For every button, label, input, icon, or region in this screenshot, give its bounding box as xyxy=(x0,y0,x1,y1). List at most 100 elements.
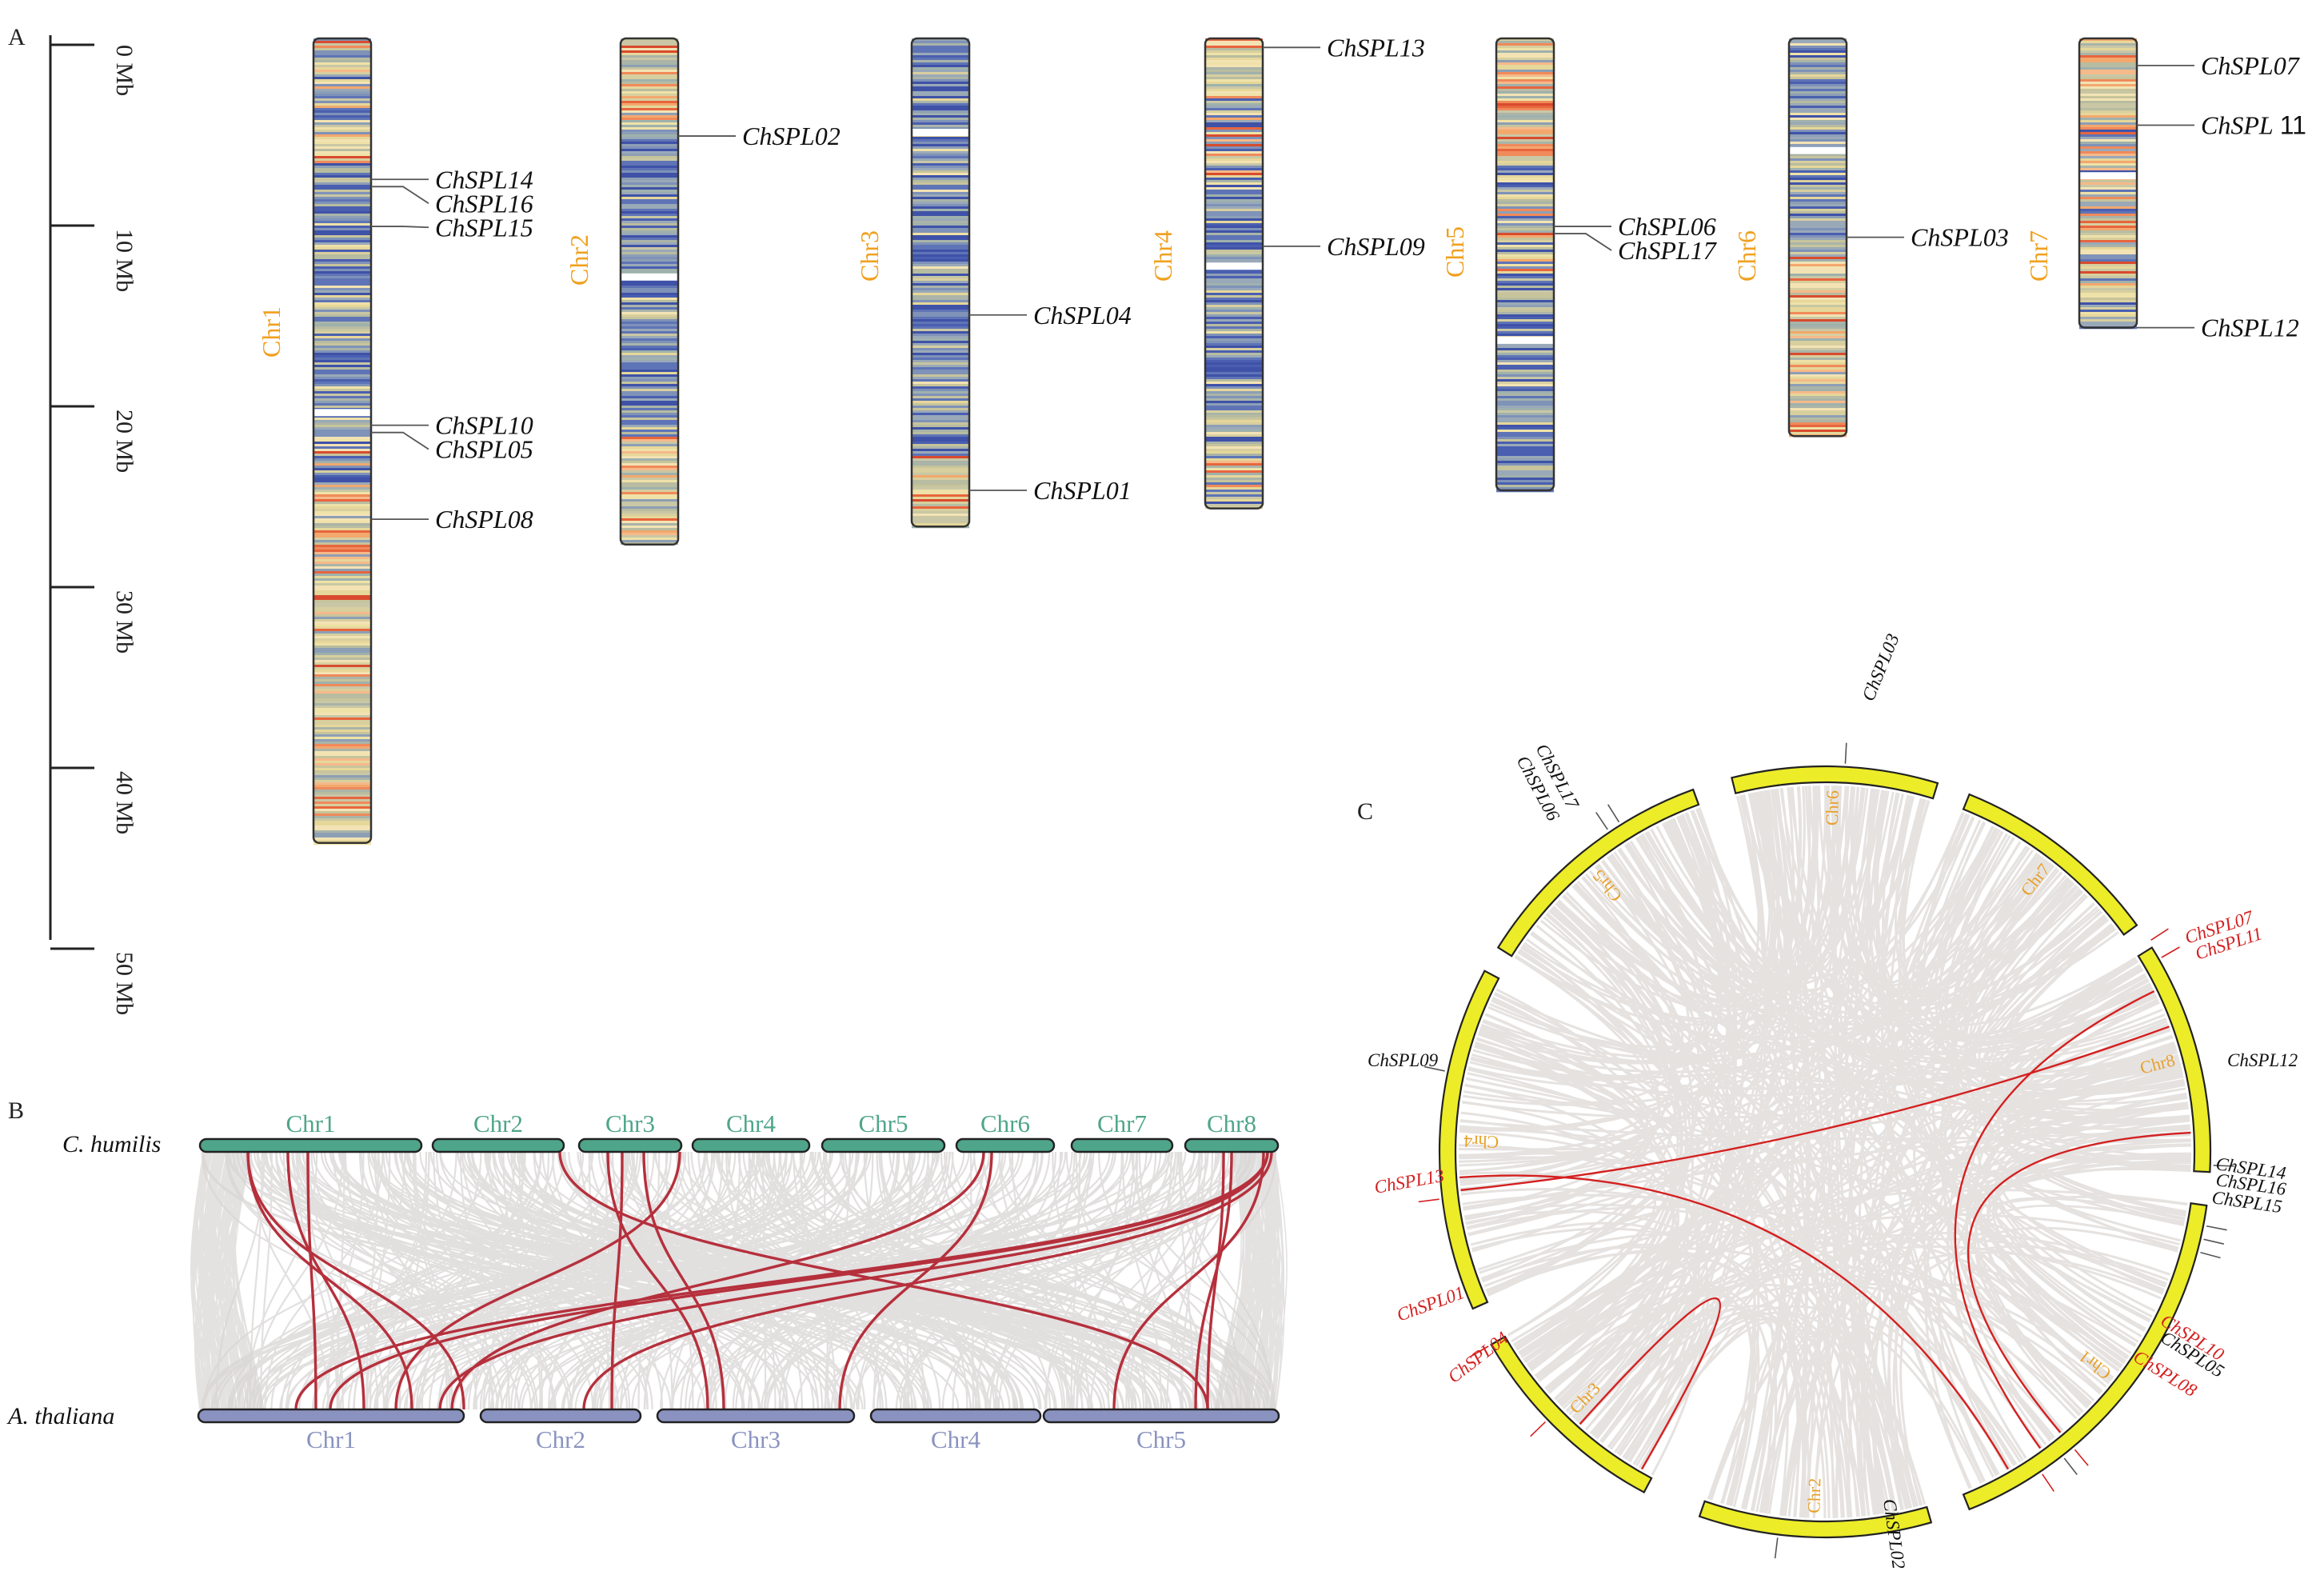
genome-label-bottom: A. thaliana xyxy=(6,1403,114,1429)
circos-highlight-link xyxy=(1967,1131,2191,1433)
highlight-link xyxy=(246,1151,413,1410)
highlight-link xyxy=(286,1151,365,1410)
gene-label: ChSPL04 xyxy=(1033,301,1132,330)
circos-gene-marker: ChSPL09 xyxy=(1368,1050,1445,1072)
circos-highlight-link xyxy=(1459,1174,2010,1470)
highlight-link xyxy=(610,1151,624,1410)
highlight-link xyxy=(329,1151,1269,1410)
ch-chromosome-label: Chr3 xyxy=(605,1109,655,1137)
at-chromosome-label: Chr3 xyxy=(731,1425,781,1453)
circos-chromosome-label: Chr6 xyxy=(1822,790,1843,826)
ch-chromosome-bar: Chr7 xyxy=(1070,1109,1174,1153)
gene-label: ChSPL02 xyxy=(742,122,841,150)
gene-label: ChSPL13 xyxy=(1327,33,1425,62)
gene-label: ChSPL07 xyxy=(2201,51,2301,80)
highlight-link xyxy=(1206,1151,1225,1410)
chromosome-outline xyxy=(2078,37,2138,329)
circos-gene-label: ChSPL09 xyxy=(1368,1050,1439,1070)
circos-gene-marker: ChSPL15 xyxy=(2200,1187,2283,1259)
chromosome-label: Chr7 xyxy=(2024,230,2053,282)
at-chromosome-label: Chr4 xyxy=(931,1425,981,1453)
circos-highlight-link xyxy=(1954,990,2155,1449)
highlight-link xyxy=(558,1151,1209,1410)
ch-chromosome-bar: Chr1 xyxy=(198,1109,423,1153)
highlight-link xyxy=(606,1151,709,1410)
highlight-link xyxy=(642,1151,725,1410)
panel-label-b: B xyxy=(8,1097,24,1124)
density-bands xyxy=(1789,38,1847,438)
at-chromosome-bar: Chr1 xyxy=(197,1408,465,1453)
chromosome-label: Chr2 xyxy=(565,234,593,286)
chromosome-chr1: Chr1ChSPL14ChSPL16ChSPL15ChSPL10ChSPL05C… xyxy=(257,37,533,845)
ch-chromosome-bar: Chr2 xyxy=(431,1109,565,1153)
gene-label: ChSPL08 xyxy=(435,505,533,534)
gene-marker: ChSPL16 xyxy=(371,186,533,218)
at-chromosome-bar: Chr3 xyxy=(656,1408,856,1453)
ch-chromosome-label: Chr2 xyxy=(473,1109,523,1137)
scale-tick-label: 50 Mb xyxy=(111,952,138,1015)
ch-chromosome-label: Chr4 xyxy=(726,1109,777,1137)
ch-chromosome-label: Chr6 xyxy=(980,1109,1030,1137)
highlight-link xyxy=(306,1151,317,1410)
circos-chromosome-label: Chr2 xyxy=(1803,1477,1824,1513)
gene-label: ChSPL05 xyxy=(435,435,533,464)
highlight-link xyxy=(1112,1151,1265,1410)
gene-label: ChSPL03 xyxy=(1911,223,2009,252)
circos-gene-label: ChSPL13 xyxy=(1373,1165,1446,1197)
gene-marker: ChSPL08 xyxy=(371,505,533,534)
gene-label: ChSPL16 xyxy=(435,189,533,218)
chromosome-label: Chr4 xyxy=(1148,230,1177,282)
ch-chromosome-bar: Chr5 xyxy=(821,1109,946,1153)
gene-marker: ChSPL04 xyxy=(969,301,1132,330)
chromosome-outline xyxy=(1204,37,1264,510)
chromosome-label: Chr1 xyxy=(257,306,286,358)
density-bands xyxy=(313,38,371,845)
circos-gene-marker: ChSPL03 xyxy=(1844,631,1903,764)
chromosome-outline xyxy=(910,37,971,528)
ch-chromosome-bar: Chr3 xyxy=(577,1109,683,1153)
at-chromosome-bar: Chr2 xyxy=(479,1408,642,1453)
chromosome-outline xyxy=(312,37,373,844)
ch-chromosome-label: Chr8 xyxy=(1207,1109,1256,1137)
chromosome-outline xyxy=(619,37,680,546)
circos-chromosome-arc: Chr4 xyxy=(1438,969,1500,1310)
circos-gene-label: ChSPL01 xyxy=(1394,1282,1467,1325)
circos-gene-marker: ChSPL13 xyxy=(1373,1165,1446,1203)
circos-gene-label: ChSPL03 xyxy=(1858,631,1903,704)
circos-gene-marker: ChSPL08 xyxy=(2042,1346,2201,1492)
gene-label: ChSPL06 xyxy=(1618,212,1716,241)
density-bands xyxy=(1205,38,1263,510)
panel-label-a: A xyxy=(8,24,26,50)
at-chromosome-label: Chr1 xyxy=(306,1425,356,1453)
background-link-bundle xyxy=(190,1151,1288,1410)
gene-marker: ChSPL05 xyxy=(371,431,533,464)
gene-marker: ChSPL15 xyxy=(371,213,533,242)
gene-marker: ChSPL02 xyxy=(678,122,841,150)
gene-label: ChSPL12 xyxy=(2201,314,2299,342)
ch-chromosome-label: Chr5 xyxy=(859,1109,908,1137)
density-bands xyxy=(912,38,969,529)
scale-tick-label: 0 Mb xyxy=(111,45,138,96)
gene-marker: ChSPL12 xyxy=(2137,314,2299,342)
ch-chromosome-bar: Chr8 xyxy=(1184,1109,1280,1153)
scale-tick-label: 20 Mb xyxy=(111,410,138,473)
gene-label: ChSPL01 xyxy=(1033,476,1132,505)
density-bands xyxy=(621,38,678,546)
chromosome-outline xyxy=(1495,37,1555,492)
chromosome-label: Chr3 xyxy=(855,230,884,282)
scale-tick-label: 10 Mb xyxy=(111,229,138,292)
synteny-background-links xyxy=(190,1151,1288,1410)
chromosome-label: Chr5 xyxy=(1440,226,1469,278)
gene-marker: ChSPL17 xyxy=(1554,233,1718,265)
at-chromosome-bar: Chr5 xyxy=(1042,1408,1280,1453)
ch-chromosome-bar: Chr6 xyxy=(955,1109,1056,1153)
